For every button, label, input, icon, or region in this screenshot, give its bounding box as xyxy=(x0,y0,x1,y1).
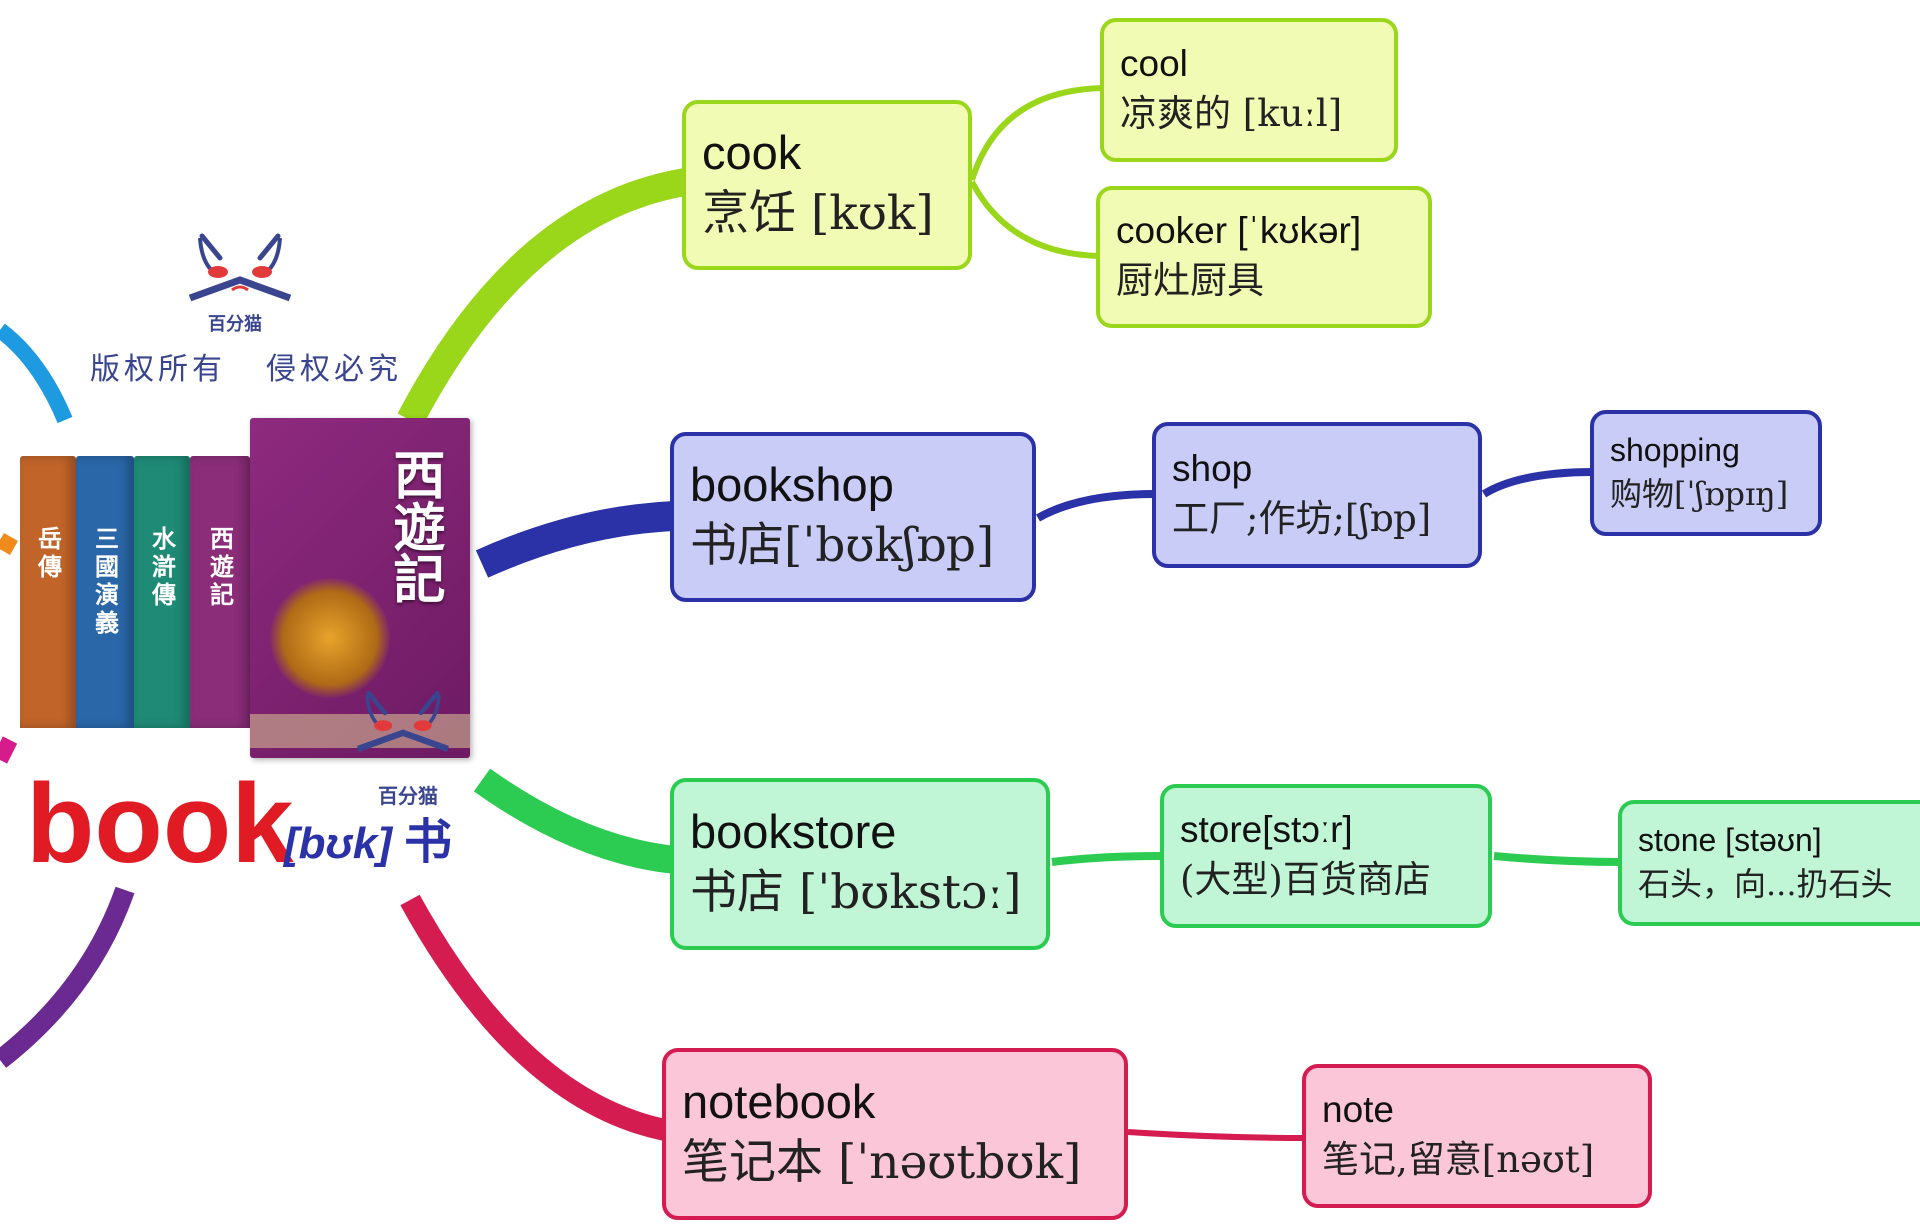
branch-bookstore xyxy=(473,768,677,874)
branch-left-purple xyxy=(0,886,135,1068)
node-word: bookshop xyxy=(690,458,894,511)
book-spine-4: 西遊記 xyxy=(190,456,250,728)
node-definition: 笔记,留意[nəʊt] xyxy=(1322,1138,1595,1181)
book-spine-title: 西遊記 xyxy=(205,526,235,610)
node-cooker: cooker [ˈkʊkər] 厨灶厨具 xyxy=(1096,186,1432,328)
branch-cook xyxy=(397,168,688,427)
node-shop: shop 工厂;作坊;[ʃɒp] xyxy=(1152,422,1482,568)
logo-brand-small: 百分猫 xyxy=(378,784,438,808)
node-bookshop: bookshop 书店[ˈbʊkʃɒp] xyxy=(670,432,1036,602)
book-spine-3: 水滸傳 xyxy=(134,456,190,728)
copyright-right: 侵权必究 xyxy=(266,352,402,387)
node-definition: 厨灶厨具 xyxy=(1116,259,1264,302)
node-cook: cook 烹饪 [kʊk] xyxy=(682,100,972,270)
cat-logo xyxy=(188,233,292,302)
node-notebook: notebook 笔记本 [ˈnəʊtbʊk] xyxy=(662,1048,1128,1220)
node-stone: stone [stəʊn] 石头，向...扔石头 xyxy=(1618,800,1920,926)
book-spine-2: 三國演義 xyxy=(76,456,134,728)
book-spine-1: 岳傳 xyxy=(20,456,76,728)
node-definition: 笔记本 [ˈnəʊtbʊk] xyxy=(682,1135,1082,1190)
node-bookstore: bookstore 书店 [ˈbʊkstɔː] xyxy=(670,778,1050,950)
branch-left-orange xyxy=(0,533,18,555)
copyright-left: 版权所有 xyxy=(90,352,226,387)
node-definition: 烹饪 [kʊk] xyxy=(702,186,934,241)
logo-brand: 百分猫 xyxy=(208,314,262,335)
node-word: bookstore xyxy=(690,805,897,858)
node-word: shop xyxy=(1172,448,1253,489)
node-word: stone [stəʊn] xyxy=(1638,822,1822,858)
link-cook-cooker xyxy=(969,180,1101,259)
link-notebook-note xyxy=(1127,1129,1307,1141)
node-word: store[stɔːr] xyxy=(1180,809,1353,850)
node-definition: 凉爽的 [kuːl] xyxy=(1120,92,1343,135)
root-meaning: 书 xyxy=(404,814,453,870)
root-word: book xyxy=(26,761,294,886)
branch-left-cyan xyxy=(0,323,73,424)
root-ipa: [bʊk] xyxy=(284,819,392,868)
link-bookshop-shop xyxy=(1036,490,1157,522)
node-word: cool xyxy=(1120,43,1188,84)
book-cover-title: 西遊記 xyxy=(384,448,445,604)
book-spine-title: 岳傳 xyxy=(33,526,63,582)
node-word: cooker [ˈkʊkər] xyxy=(1116,210,1362,251)
branch-left-magenta xyxy=(0,736,18,764)
link-cook-cool xyxy=(969,85,1105,181)
node-word: note xyxy=(1322,1089,1395,1130)
copyright-notice: 版权所有 侵权必究 xyxy=(90,344,402,388)
node-definition: 书店 [ˈbʊkstɔː] xyxy=(690,865,1022,920)
node-definition: 书店[ˈbʊkʃɒp] xyxy=(690,518,995,573)
node-definition: 工厂;作坊;[ʃɒp] xyxy=(1172,497,1432,540)
node-word: cook xyxy=(702,126,802,179)
book-spine-title: 三國演義 xyxy=(90,526,120,638)
link-store-stone xyxy=(1493,852,1623,866)
node-word: shopping xyxy=(1610,432,1740,468)
node-definition: 石头，向...扔石头 xyxy=(1638,865,1893,903)
book-spine-title: 水滸傳 xyxy=(147,526,177,610)
node-definition: (大型)百货商店 xyxy=(1180,858,1431,901)
node-shopping: shopping 购物[ˈʃɒpɪŋ] xyxy=(1590,410,1822,536)
branch-notebook xyxy=(400,894,668,1141)
node-note: note 笔记,留意[nəʊt] xyxy=(1302,1064,1652,1208)
cover-art xyxy=(270,578,390,698)
book-set-illustration: 岳傳 三國演義 水滸傳 西遊記 西遊記 xyxy=(20,418,470,758)
node-cool: cool 凉爽的 [kuːl] xyxy=(1100,18,1398,162)
link-shop-shopping xyxy=(1481,468,1595,498)
branch-bookshop xyxy=(475,501,676,578)
link-bookstore-store xyxy=(1051,852,1163,866)
node-word: notebook xyxy=(682,1075,876,1128)
node-definition: 购物[ˈʃɒpɪŋ] xyxy=(1610,475,1789,513)
cat-logo-small xyxy=(356,690,450,752)
node-store: store[stɔːr] (大型)百货商店 xyxy=(1160,784,1492,928)
